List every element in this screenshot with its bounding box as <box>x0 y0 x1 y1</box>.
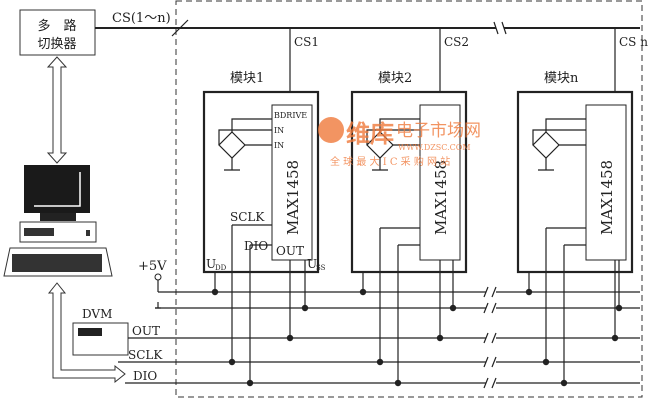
cs-label: CS2 <box>444 35 469 49</box>
watermark-line1: 电子市场网 <box>396 121 481 141</box>
pin-label-uss-sub: SS <box>316 264 326 272</box>
junction-dot <box>359 288 367 296</box>
mux-label-1: 多 路 <box>37 18 76 34</box>
max1458-chip <box>419 104 461 261</box>
sclk-bus-label: SCLK <box>128 348 163 362</box>
dvm-meter: DVM <box>72 307 129 356</box>
cs-bus <box>95 19 640 37</box>
junction-dot <box>449 304 457 312</box>
pin-label-uss: U <box>307 257 317 271</box>
junction-dot <box>211 288 219 296</box>
pin-label-in_p: IN <box>274 126 284 135</box>
cs-label: CS n <box>619 35 648 49</box>
v5-label: +5V <box>138 259 167 274</box>
dio-bus-label: DIO <box>133 369 157 383</box>
junction-dot <box>560 379 568 387</box>
chip-label: MAX1458 <box>284 160 302 235</box>
junction-dot <box>246 379 254 387</box>
junction-dot <box>394 379 402 387</box>
junction-dot <box>611 334 619 342</box>
watermark-line2: WWW.DZSC.COM <box>398 143 471 152</box>
chip-label: MAX1458 <box>432 160 450 235</box>
watermark-line3: 全 球 最 大 I C 采 购 网 站 <box>330 155 450 168</box>
pin-label-udd-sub: DD <box>215 264 227 272</box>
junction-dot <box>525 288 533 296</box>
pin-label-sclk: SCLK <box>230 210 265 224</box>
junction-dot <box>615 304 623 312</box>
pin-label-in_n: IN <box>274 141 284 150</box>
dvm-label: DVM <box>82 307 112 321</box>
chip-label: MAX1458 <box>598 160 616 235</box>
junction-dot <box>286 334 294 342</box>
watermark-brand: 维库 <box>346 119 394 148</box>
max1458-chip <box>585 104 627 261</box>
pin-label-out: OUT <box>276 244 304 258</box>
max1458-chip <box>271 104 313 261</box>
pin-label-dio: DIO <box>244 239 268 253</box>
out-bus-label: OUT <box>132 324 160 338</box>
cs-label: CS1 <box>294 35 319 49</box>
double-arrow-icon <box>46 56 68 164</box>
module-title: 模块2 <box>378 71 412 86</box>
module-title: 模块n <box>544 71 579 86</box>
cs-bus-label: CS(1～n) <box>112 11 171 26</box>
multiplexer-box: 多 路 切换器 <box>19 9 96 56</box>
junction-dot <box>301 304 309 312</box>
module-enclosure <box>175 0 643 398</box>
junction-dot <box>228 358 236 366</box>
mux-label-2: 切换器 <box>37 37 76 52</box>
junction-dot <box>436 334 444 342</box>
bent-arrow-icon <box>47 282 126 384</box>
watermark: 维库 电子市场网 WWW.DZSC.COM 全 球 最 大 I C 采 购 网 … <box>318 117 481 168</box>
signal-buses <box>118 286 640 389</box>
pin-label-bdrive: BDRIVE <box>274 111 307 120</box>
computer-icon <box>3 165 113 277</box>
module-title: 模块1 <box>230 71 264 86</box>
junction-dot <box>542 358 550 366</box>
pin-label-udd: U <box>206 257 216 271</box>
junction-dot <box>376 358 384 366</box>
